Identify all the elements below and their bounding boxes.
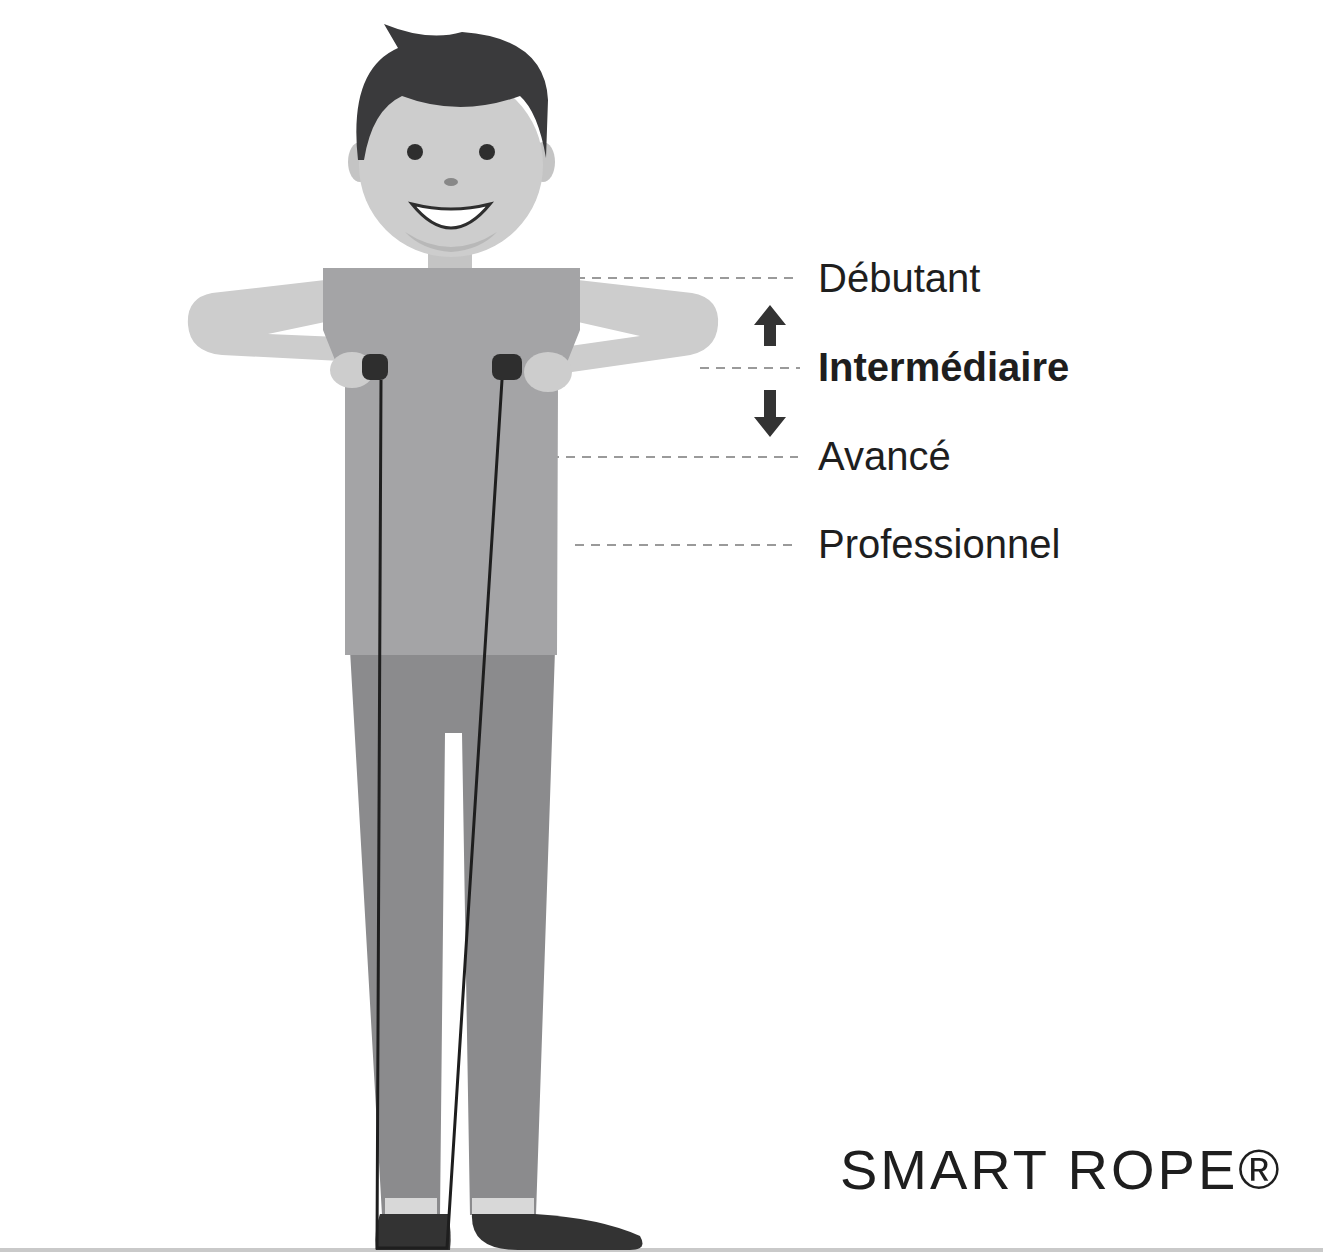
hair bbox=[356, 24, 548, 160]
up-arrow bbox=[754, 305, 786, 346]
stubble bbox=[405, 232, 497, 252]
eye bbox=[407, 144, 423, 160]
level-label: Professionnel bbox=[818, 524, 1060, 564]
eye bbox=[479, 144, 495, 160]
nose bbox=[444, 178, 458, 186]
level-line bbox=[700, 367, 800, 369]
shirt bbox=[323, 268, 580, 655]
brand-logo: SMART ROPE® bbox=[840, 1142, 1283, 1198]
level-label: Avancé bbox=[818, 436, 951, 476]
level-line bbox=[575, 544, 798, 546]
level-label: Intermédiaire bbox=[818, 347, 1069, 387]
rope-handle bbox=[362, 354, 388, 380]
level-line bbox=[550, 456, 798, 458]
shoe bbox=[472, 1214, 643, 1250]
hand bbox=[524, 352, 572, 392]
ground-line bbox=[0, 1248, 1323, 1252]
rope-handle bbox=[492, 354, 522, 380]
level-line bbox=[560, 277, 798, 279]
down-arrow bbox=[754, 390, 786, 437]
rope bbox=[377, 380, 502, 1248]
shoe bbox=[376, 1214, 451, 1250]
smile bbox=[412, 204, 490, 228]
level-label: Débutant bbox=[818, 258, 980, 298]
